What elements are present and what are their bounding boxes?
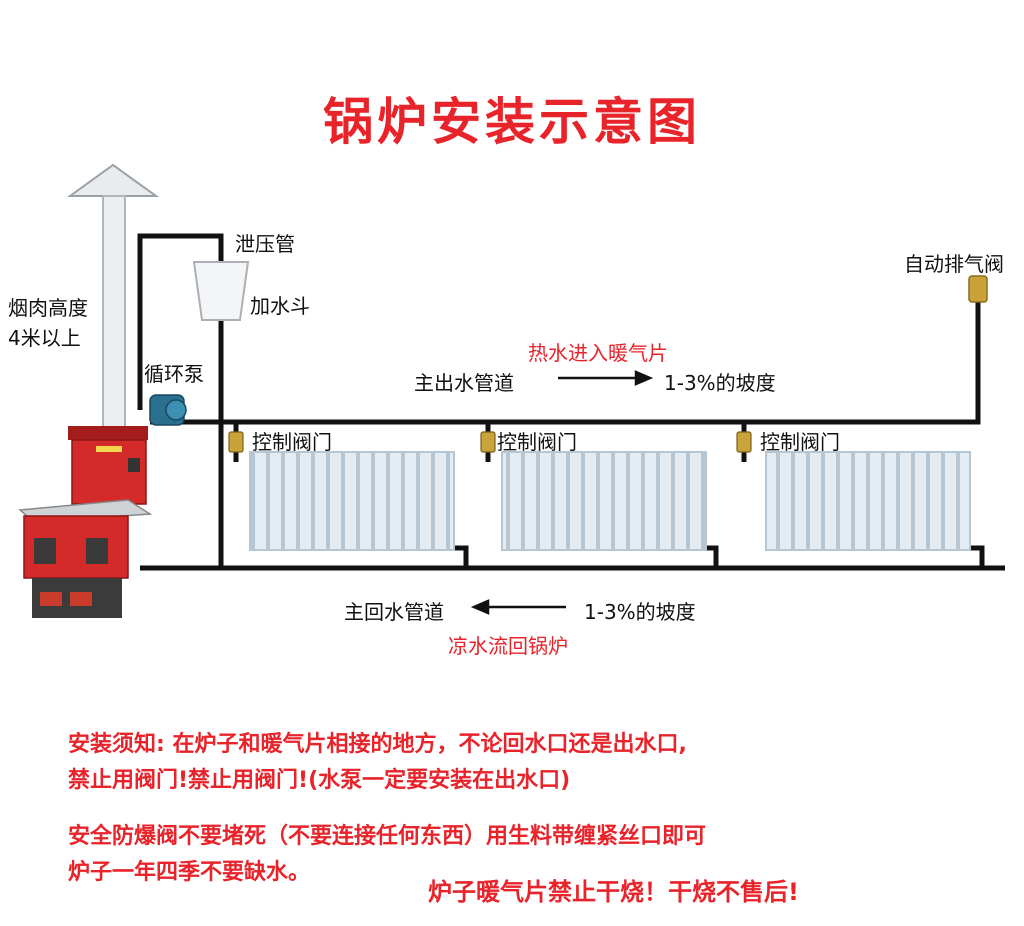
valve-icons <box>228 431 752 453</box>
note-line-3: 安全防爆阀不要堵死（不要连接任何东西）用生料带缠紧丝口即可 <box>68 824 707 849</box>
main-supply-pipe <box>150 300 981 425</box>
note-line-4: 炉子一年四季不要缺水。 <box>68 860 311 885</box>
supply-arrowhead <box>634 370 654 386</box>
page-title: 锅炉安装示意图 <box>323 93 701 151</box>
chimney-label-line2: 4米以上 <box>8 326 81 350</box>
air-vent-icon <box>968 275 988 303</box>
relief-pipe-label: 泄压管 <box>235 232 295 256</box>
main-supply-label: 主出水管道 <box>414 371 514 395</box>
chimney-pipe <box>102 195 126 429</box>
return-slope-label: 1-3%的坡度 <box>584 600 696 624</box>
radiators <box>249 451 971 551</box>
supply-slope-label: 1-3%的坡度 <box>664 371 776 395</box>
chimney-label-line1: 烟肉高度 <box>8 296 88 320</box>
cool-water-label: 凉水流回锅炉 <box>448 634 568 658</box>
valve-2-label: 控制阀门 <box>497 430 577 454</box>
note-line-1: 安装须知: 在炉子和暖气片相接的地方，不论回水口还是出水口, <box>68 732 687 757</box>
pump-label: 循环泵 <box>144 362 204 386</box>
pump-icon <box>149 394 187 426</box>
valve-1-label: 控制阀门 <box>252 430 332 454</box>
radiator-1-outlet <box>452 545 469 568</box>
main-return-label: 主回水管道 <box>344 600 444 624</box>
valve-3-icon <box>736 431 752 453</box>
filler-funnel-label: 加水斗 <box>250 294 310 318</box>
relief-pipe <box>137 233 224 410</box>
note-line-2: 禁止用阀门!禁止用阀门!(水泵一定要安装在出水口) <box>68 768 571 793</box>
valve-3-label: 控制阀门 <box>760 430 840 454</box>
valve-1-icon <box>228 431 244 453</box>
return-arrowhead <box>470 599 490 615</box>
note-line-5: 炉子暖气片禁止干烧！干烧不售后! <box>428 878 799 906</box>
radiator-2-outlet <box>704 545 719 568</box>
hot-water-label: 热水进入暖气片 <box>528 341 668 365</box>
radiator-2 <box>501 451 707 551</box>
flow-arrows <box>470 370 654 615</box>
radiator-3-outlet <box>968 545 985 568</box>
air-vent-label: 自动排气阀 <box>904 252 1004 276</box>
boiler <box>18 426 153 618</box>
valve-2-icon <box>480 431 496 453</box>
radiator-1 <box>249 451 455 551</box>
radiator-3 <box>765 451 971 551</box>
filler-funnel <box>192 261 250 321</box>
chimney-cap <box>66 163 160 197</box>
